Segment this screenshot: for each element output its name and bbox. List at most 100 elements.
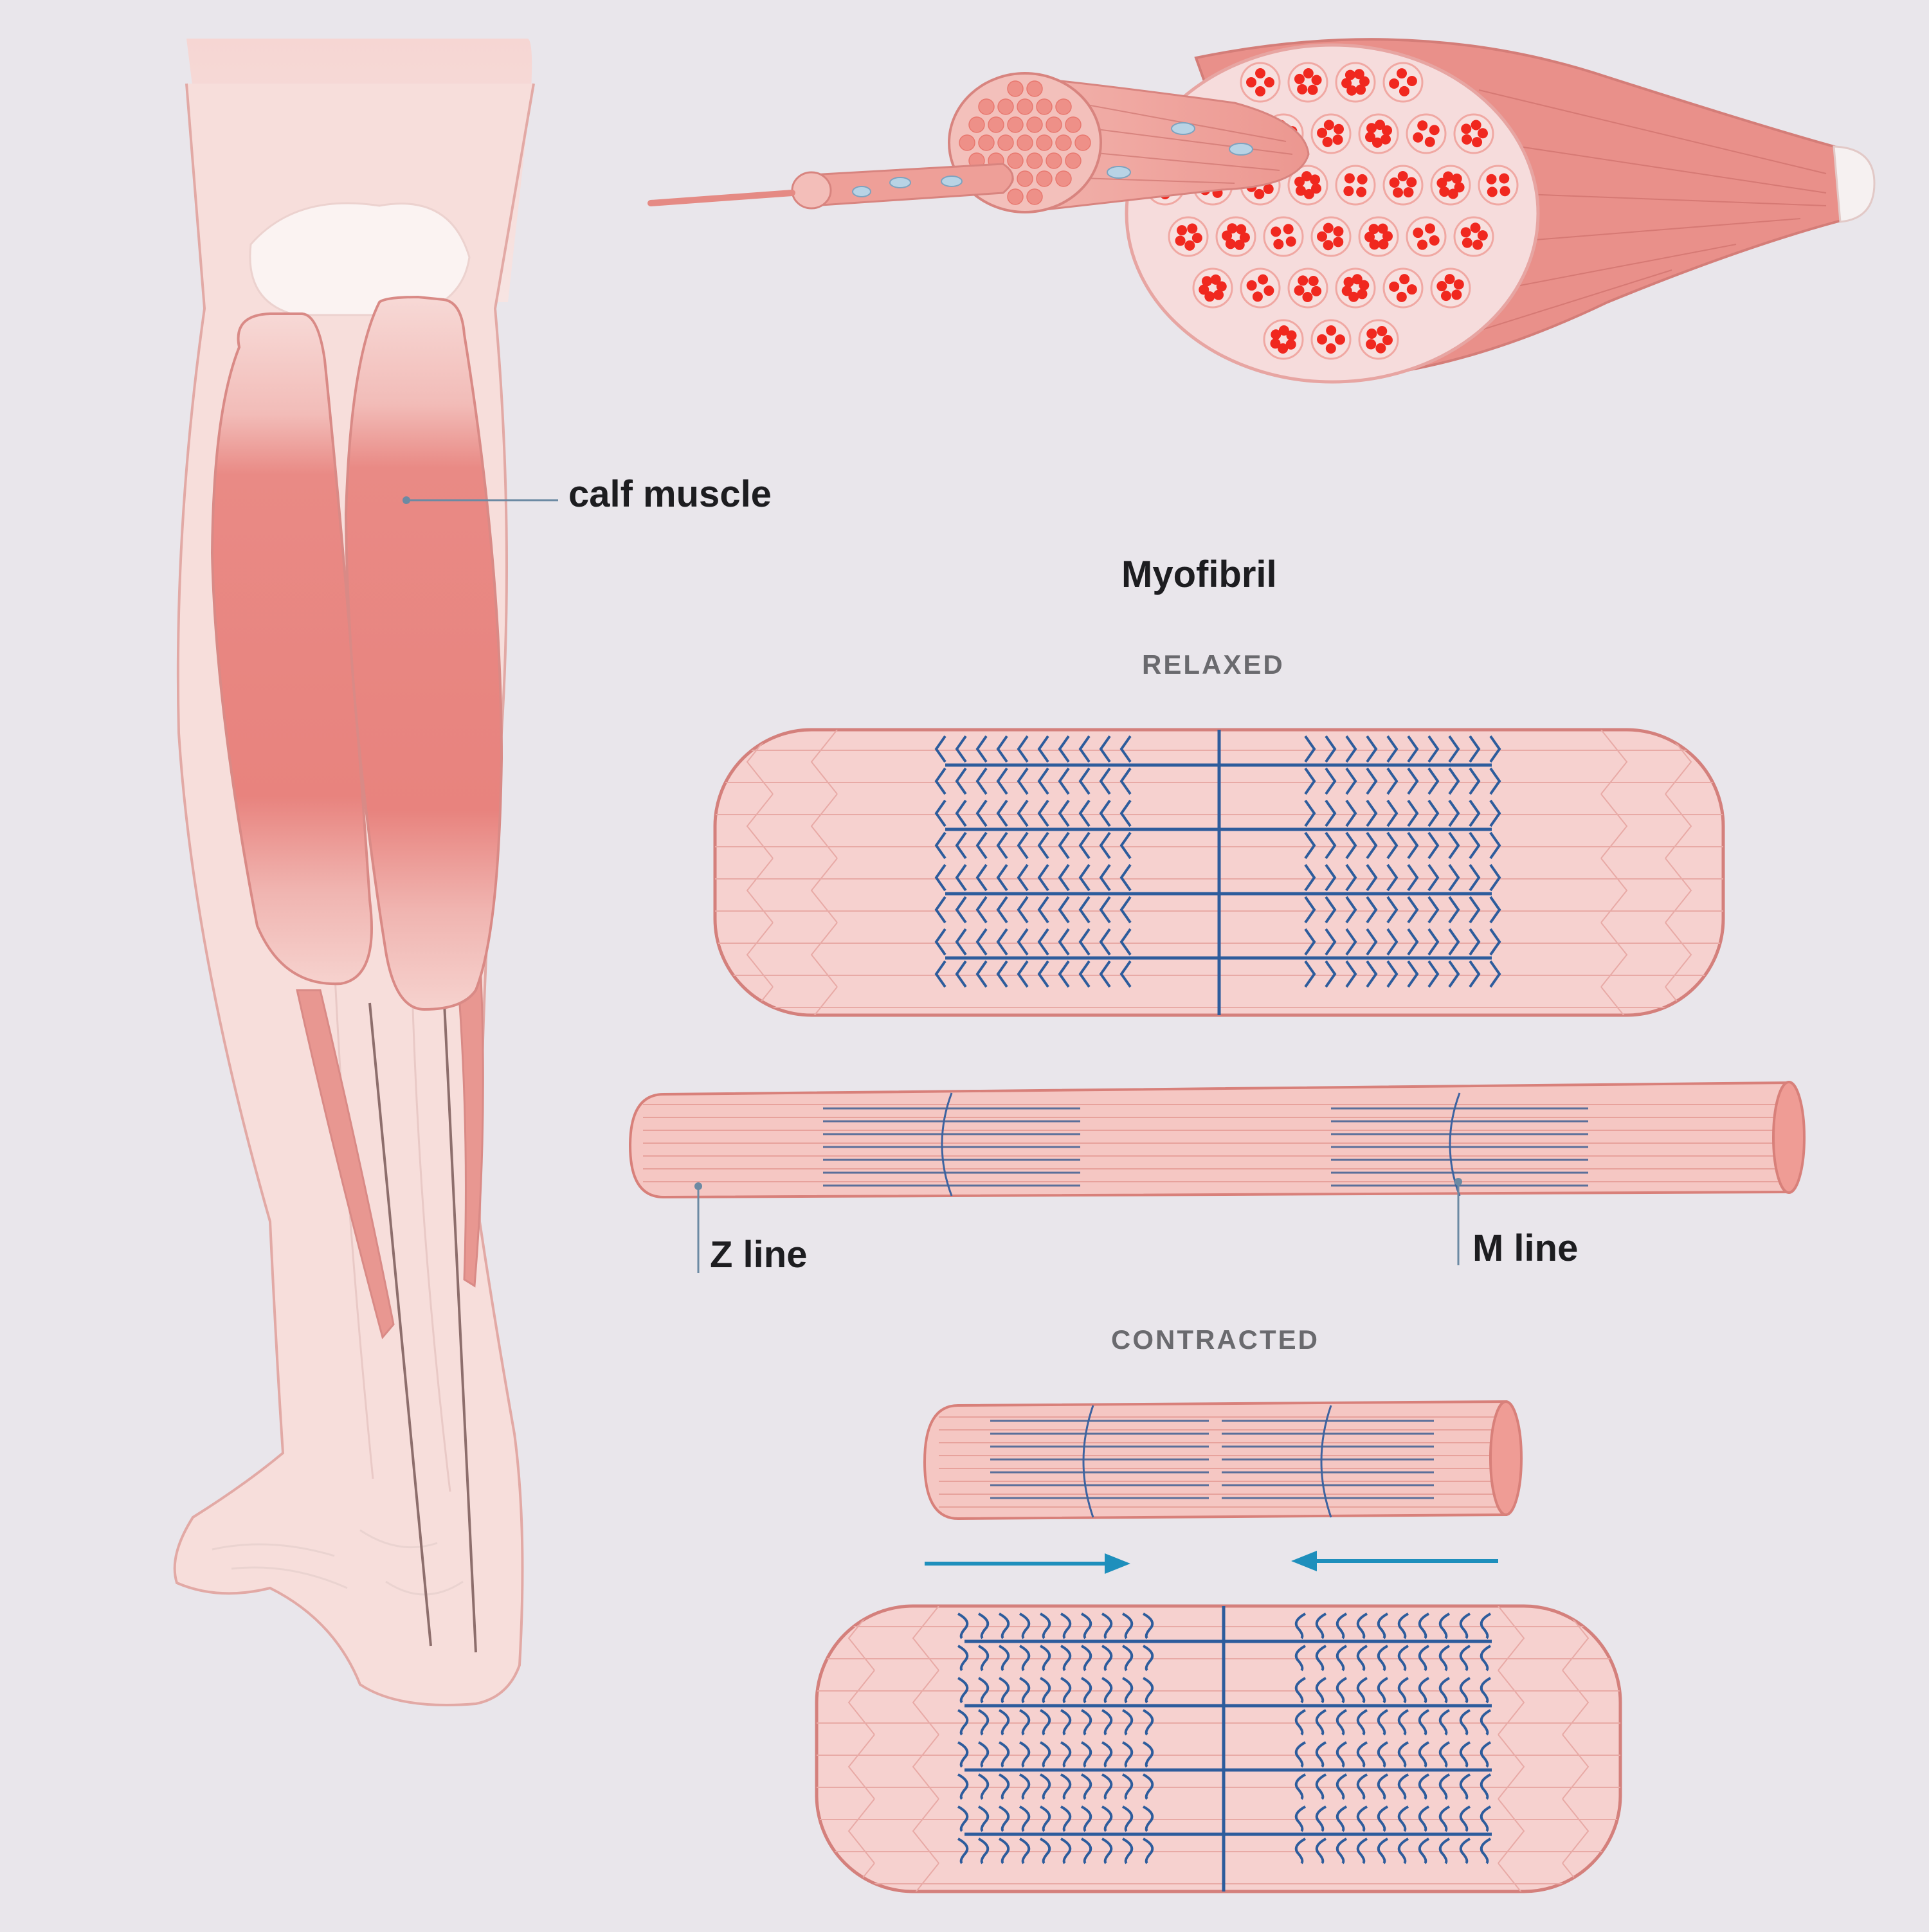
myosin-head — [1386, 831, 1399, 860]
myosin-head — [1459, 1805, 1471, 1832]
fiber-dot — [1311, 75, 1322, 86]
myosin-head — [1143, 1773, 1154, 1800]
myosin-head — [1122, 1612, 1134, 1639]
fiber-dot — [1184, 240, 1195, 251]
fiber-end — [791, 171, 832, 210]
myosin-head — [1418, 1645, 1429, 1672]
fiber-dot — [1454, 182, 1465, 193]
lattice-chevron — [847, 1734, 875, 1800]
fiber-dot — [1239, 232, 1250, 243]
fiber-dot — [1389, 177, 1400, 188]
bundle — [1478, 165, 1519, 206]
fiber-dot — [1375, 343, 1386, 354]
myosin-head — [999, 1677, 1010, 1704]
myosin-head — [1040, 1612, 1051, 1639]
fiber-dot — [1487, 186, 1498, 197]
fiber-dot — [1444, 274, 1455, 285]
bundle — [1382, 62, 1424, 103]
fiber-dot — [1255, 68, 1265, 78]
myosin-head — [1407, 863, 1419, 892]
myosin-head — [996, 896, 1008, 924]
lattice-chevron — [1562, 1734, 1589, 1800]
myosin-head — [1386, 863, 1399, 892]
myosin-head — [955, 831, 967, 860]
myosin-head — [1397, 1773, 1409, 1800]
fiber-dot — [1227, 223, 1238, 234]
bundle — [1382, 267, 1424, 309]
fiber-dot — [1285, 236, 1296, 247]
fiber-dot — [1354, 69, 1364, 80]
myosin-head — [934, 960, 946, 988]
myosin-head — [1407, 831, 1419, 860]
myosin-head — [1418, 1677, 1429, 1704]
myosin-head — [1397, 1837, 1409, 1864]
bundle — [1406, 216, 1447, 257]
lattice-chevron — [912, 1670, 939, 1735]
tube-m-line — [1320, 1405, 1332, 1518]
myosin-head — [996, 960, 1008, 988]
myosin-head — [1081, 1805, 1092, 1832]
myosin-head — [1122, 1645, 1134, 1672]
myosin-head — [1040, 1773, 1051, 1800]
fiber-dot — [1382, 334, 1393, 345]
bundle — [1430, 165, 1471, 206]
myosin-head — [996, 863, 1008, 892]
myosin-head — [1480, 1709, 1491, 1736]
bundle — [1240, 62, 1281, 103]
myosin-head — [1143, 1709, 1154, 1736]
myosin-head — [1397, 1805, 1409, 1832]
myosin-head — [1345, 928, 1357, 956]
myosin-head — [1315, 1645, 1327, 1672]
fiber-cell — [1017, 98, 1033, 115]
myosin-head — [996, 831, 1008, 860]
z-line-dot — [694, 1182, 702, 1190]
fiber-dot — [1396, 291, 1407, 302]
myosin-head — [955, 799, 967, 827]
fiber-dot — [1334, 334, 1345, 345]
fiber-cell — [978, 98, 995, 115]
fiber-dot — [1225, 239, 1236, 249]
myosin-head — [1017, 799, 1029, 827]
myosin-head — [978, 1645, 990, 1672]
lattice-chevron — [1665, 793, 1692, 859]
fiber-dot — [1333, 226, 1344, 237]
myosin-head — [1489, 831, 1501, 860]
fiber-dot — [1297, 84, 1308, 95]
myosin-head — [1427, 960, 1440, 988]
fiber-dot — [1375, 120, 1386, 131]
fiber-dot — [1278, 325, 1289, 336]
fiber-cell — [959, 134, 975, 151]
fiber-dot — [1271, 226, 1281, 237]
fiber-dot — [1451, 173, 1462, 184]
myosin-head — [1336, 1741, 1347, 1768]
lattice-chevron — [912, 1863, 939, 1891]
myosin-head — [1418, 1805, 1429, 1832]
myosin-head — [957, 1709, 969, 1736]
fiber-dot — [1364, 231, 1375, 242]
fiber-dot — [1397, 68, 1408, 79]
myosin-head — [1480, 1677, 1491, 1704]
myosin-head — [1469, 767, 1481, 795]
foot-bones — [212, 1529, 464, 1596]
myosin-head — [1438, 1677, 1450, 1704]
myosin-head — [1356, 1612, 1368, 1639]
contracted-myofibril-end — [1489, 1400, 1523, 1516]
lattice-chevron — [1498, 1798, 1525, 1864]
myosin-head — [999, 1773, 1010, 1800]
myosin-head — [1427, 831, 1440, 860]
myosin-head — [1294, 1677, 1306, 1704]
myosin-head — [999, 1837, 1010, 1864]
myosin-head — [1438, 1837, 1450, 1864]
myosin-head — [1019, 1709, 1031, 1736]
fiber-dot — [1389, 281, 1400, 292]
myosin-head — [1459, 1612, 1471, 1639]
fiber-dot — [1424, 136, 1435, 147]
myosin-head — [1448, 831, 1460, 860]
myosin-head — [1427, 767, 1440, 795]
myosin-head — [1427, 863, 1440, 892]
fiber-dot — [1453, 279, 1464, 290]
myosin-head — [1119, 799, 1132, 827]
myosin-head — [1294, 1805, 1306, 1832]
fiber-dot — [1210, 274, 1221, 285]
fiber-dot — [1341, 285, 1352, 296]
